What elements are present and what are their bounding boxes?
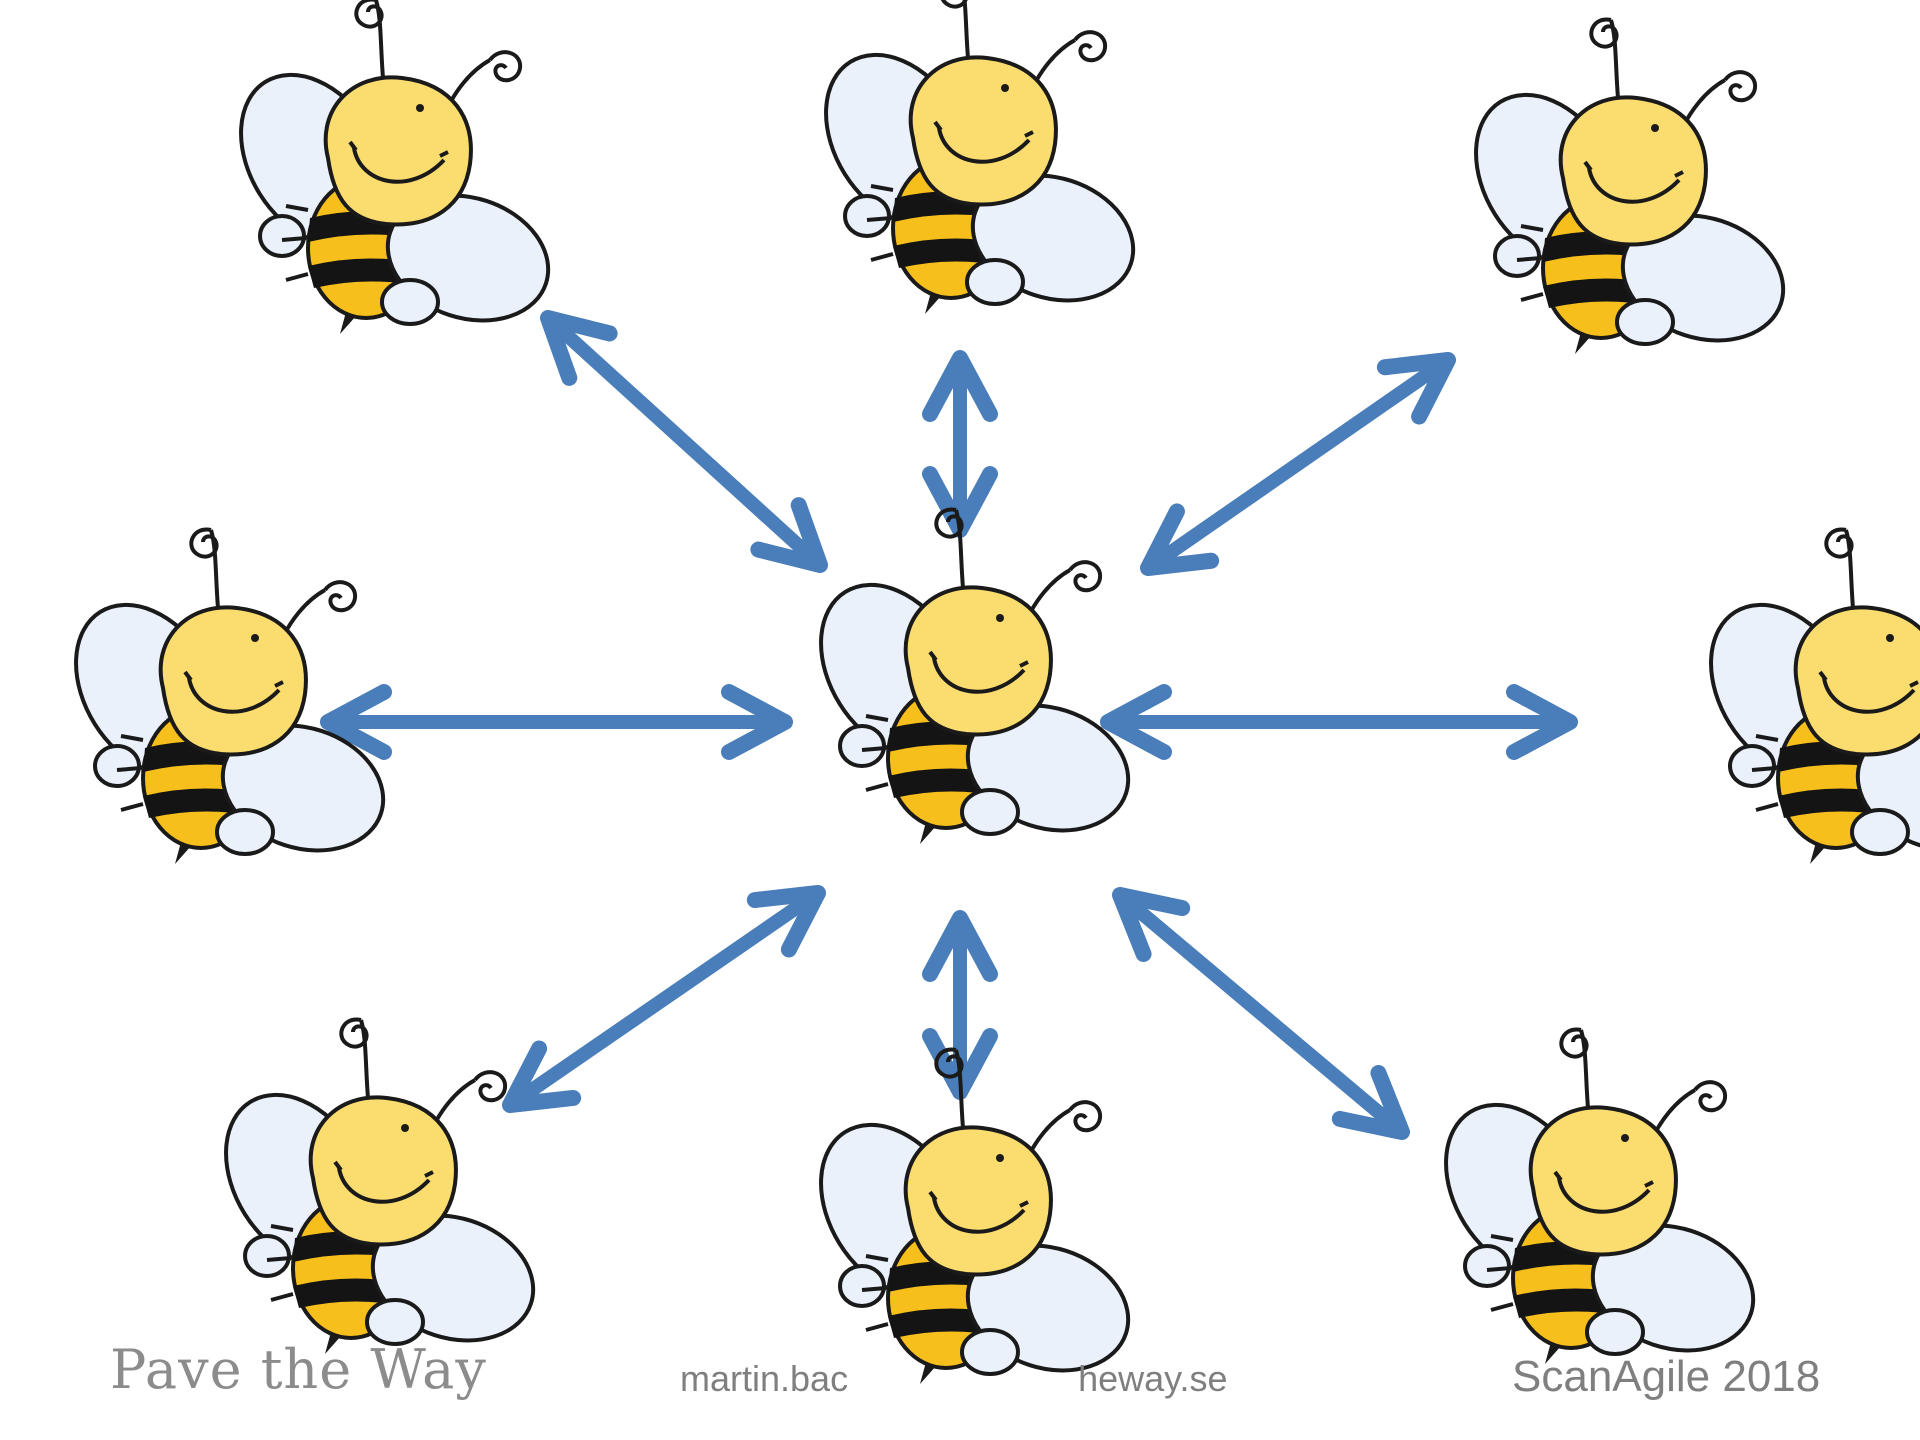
arrow-center-left bbox=[328, 692, 785, 752]
arrow-center-top-left bbox=[528, 296, 840, 587]
bee-icon bbox=[1678, 527, 1920, 873]
bee-icon bbox=[788, 507, 1147, 853]
arrow-center-right bbox=[1108, 692, 1570, 752]
bee-icon bbox=[43, 527, 402, 873]
bee-icon bbox=[793, 0, 1152, 323]
footer-center-visible-start: martin.bac bbox=[680, 1358, 849, 1399]
arrow-center-bottom-right bbox=[1101, 872, 1422, 1155]
arrow-center-bottom-left bbox=[493, 868, 835, 1129]
footer-left-text: Pave the Way bbox=[110, 1338, 487, 1401]
footer-center-visible-end: heway.se bbox=[1078, 1358, 1228, 1399]
footer-center-text: martin.bac heway.se bbox=[680, 1358, 1228, 1400]
bee-icon bbox=[788, 1047, 1147, 1393]
bees-layer bbox=[43, 0, 1920, 1393]
bee-icon bbox=[1443, 17, 1802, 363]
arrow-center-top bbox=[930, 358, 990, 530]
bee-icon bbox=[193, 1017, 552, 1363]
footer-right-text: ScanAgile 2018 bbox=[1512, 1352, 1821, 1401]
arrow-center-top-right bbox=[1131, 335, 1465, 592]
bee-icon bbox=[208, 0, 567, 343]
bee-icon bbox=[1413, 1027, 1772, 1373]
arrows-layer bbox=[328, 296, 1570, 1155]
